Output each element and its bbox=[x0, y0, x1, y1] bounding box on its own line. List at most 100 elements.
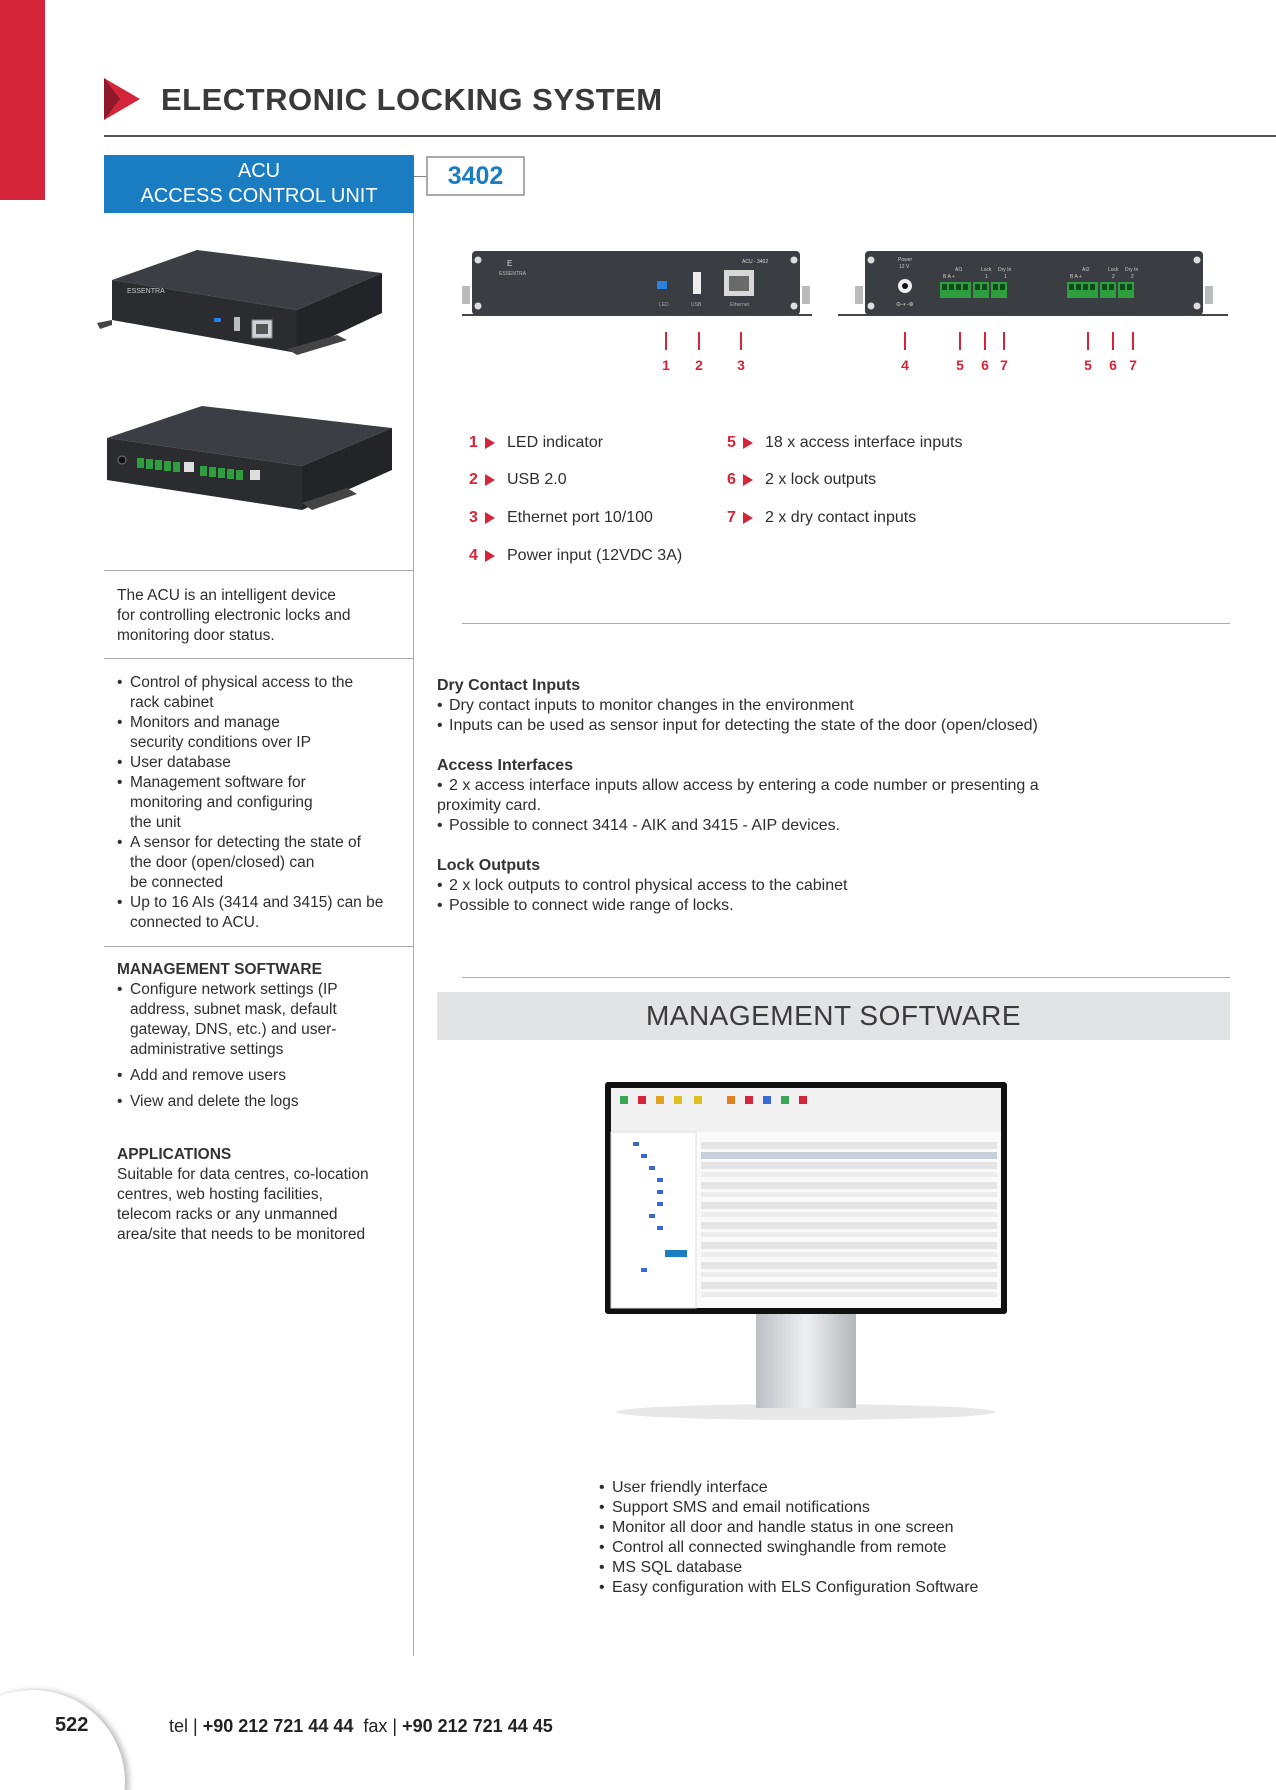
callout-1: 1 bbox=[662, 357, 670, 373]
page-title: ELECTRONIC LOCKING SYSTEM bbox=[161, 82, 663, 117]
svg-text:2: 2 bbox=[1131, 274, 1134, 280]
list-item: Support SMS and email notifications bbox=[599, 1498, 978, 1518]
list-item: User friendly interface bbox=[599, 1478, 978, 1498]
left-divider-1 bbox=[104, 570, 413, 571]
dry-contact-section: Dry Contact Inputs Dry contact inputs to… bbox=[437, 676, 1237, 736]
dry-contact-title: Dry Contact Inputs bbox=[437, 677, 581, 694]
software-feature-list: User friendly interface Support SMS and … bbox=[599, 1478, 978, 1598]
ai2-label: AI2 bbox=[1082, 267, 1090, 273]
fax-number: +90 212 721 44 45 bbox=[402, 1716, 553, 1736]
callout-5b: 5 bbox=[1084, 357, 1092, 373]
list-item: Up to 16 AIs (3414 and 3415) can beconne… bbox=[117, 893, 407, 933]
left-divider-3 bbox=[104, 946, 413, 947]
callout-4: 4 bbox=[901, 357, 909, 373]
ba-label-1: B A + bbox=[943, 274, 955, 280]
applications-title: APPLICATIONS bbox=[117, 1146, 232, 1163]
usb-label: USB bbox=[691, 302, 702, 308]
list-item: Dry contact inputs to monitor changes in… bbox=[437, 696, 1237, 716]
mgmt-software-title: MANAGEMENT SOFTWARE bbox=[117, 961, 322, 978]
front-panel-diagram: E ESSENTRA ACU - 3402 LED USB Ethernet bbox=[462, 251, 812, 316]
ai1-label: AI1 bbox=[955, 267, 963, 273]
svg-text:2: 2 bbox=[1112, 274, 1115, 280]
led-label: LED bbox=[659, 302, 669, 308]
list-item: Inputs can be used as sensor input for d… bbox=[437, 716, 1237, 736]
svg-text:E: E bbox=[507, 259, 512, 268]
power-label: Power bbox=[898, 257, 913, 263]
list-item: User database bbox=[117, 753, 407, 773]
right-divider-1 bbox=[462, 623, 1230, 624]
dry-in-label-2: Dry In bbox=[1125, 267, 1139, 273]
mgmt-software-banner: MANAGEMENT SOFTWARE bbox=[437, 992, 1230, 1040]
header-rule bbox=[104, 135, 1276, 137]
callout-6b: 6 bbox=[1109, 357, 1117, 373]
list-item: • 2 x access interface inputs allow acce… bbox=[437, 777, 1039, 794]
model-connector bbox=[414, 176, 426, 177]
product-title-line2: ACCESS CONTROL UNIT bbox=[140, 185, 378, 207]
ethernet-label: Ethernet bbox=[730, 302, 750, 308]
ba-label-2: B A + bbox=[1070, 274, 1082, 280]
applications-section: APPLICATIONS Suitable for data centres, … bbox=[117, 1145, 417, 1245]
model-number: 3402 bbox=[426, 156, 525, 196]
product-title-box: ACU ACCESS CONTROL UNIT bbox=[104, 155, 414, 213]
list-item: View and delete the logs bbox=[117, 1092, 407, 1112]
left-divider-2 bbox=[104, 658, 413, 659]
svg-text:⊖-◐-⊕: ⊖-◐-⊕ bbox=[896, 302, 914, 308]
lock-outputs-section: Lock Outputs 2 x lock outputs to control… bbox=[437, 856, 1237, 916]
monitor-image bbox=[605, 1082, 1007, 1420]
callout-7: 7 bbox=[1000, 357, 1008, 373]
callout-3: 3 bbox=[737, 357, 745, 373]
red-edge-tab bbox=[0, 0, 45, 200]
lock-outputs-title: Lock Outputs bbox=[437, 857, 541, 874]
callout-markers: 1 2 3 4 5 6 7 5 6 7 bbox=[662, 332, 1137, 373]
access-interfaces-section: Access Interfaces • 2 x access interface… bbox=[437, 756, 1237, 836]
list-item: 2 x lock outputs to control physical acc… bbox=[437, 876, 1237, 896]
callout-6: 6 bbox=[981, 357, 989, 373]
svg-text:1: 1 bbox=[1004, 274, 1007, 280]
power-volts: 12 V bbox=[899, 264, 910, 270]
callout-7b: 7 bbox=[1129, 357, 1137, 373]
device-front-image: ESSENTRA bbox=[97, 250, 382, 355]
front-model-label: ACU - 3402 bbox=[742, 259, 768, 265]
callout-5: 5 bbox=[956, 357, 964, 373]
product-title-line1: ACU bbox=[237, 160, 281, 182]
footer-contact: tel | +90 212 721 44 44 fax | +90 212 72… bbox=[169, 1716, 553, 1736]
list-item: Possible to connect wide range of locks. bbox=[437, 896, 1237, 916]
callout-2: 2 bbox=[695, 357, 703, 373]
play-arrow-icon bbox=[104, 78, 140, 120]
intro-text: The ACU is an intelligent device for con… bbox=[117, 587, 351, 644]
access-interfaces-title: Access Interfaces bbox=[437, 757, 574, 774]
device-rear-image bbox=[107, 406, 392, 510]
lock-label-2: Lock bbox=[1108, 267, 1119, 273]
list-item: Easy configuration with ELS Configuratio… bbox=[599, 1578, 978, 1598]
list-item: Monitor all door and handle status in on… bbox=[599, 1518, 978, 1538]
svg-text:1: 1 bbox=[985, 274, 988, 280]
list-item: MS SQL database bbox=[599, 1558, 978, 1578]
column-divider bbox=[413, 213, 414, 1656]
dry-in-label-1: Dry In bbox=[998, 267, 1012, 273]
mgmt-software-section: MANAGEMENT SOFTWARE Configure network se… bbox=[117, 960, 407, 1112]
device-brand-mark: ESSENTRA bbox=[127, 288, 165, 295]
lock-label-1: Lock bbox=[981, 267, 992, 273]
list-item: Add and remove users bbox=[117, 1066, 407, 1086]
right-divider-2 bbox=[462, 977, 1230, 978]
list-item: Control all connected swinghandle from r… bbox=[599, 1538, 978, 1558]
page-number: 522 bbox=[55, 1714, 89, 1736]
list-item: • Possible to connect 3414 - AIK and 341… bbox=[437, 817, 841, 834]
front-brand: ESSENTRA bbox=[499, 271, 527, 277]
rear-panel-diagram: Power 12 V ⊖-◐-⊕ AI1 Lock Dry In B A + 1… bbox=[838, 251, 1228, 316]
phone-number: +90 212 721 44 44 bbox=[202, 1716, 354, 1736]
footer-page-tab bbox=[0, 1690, 125, 1790]
